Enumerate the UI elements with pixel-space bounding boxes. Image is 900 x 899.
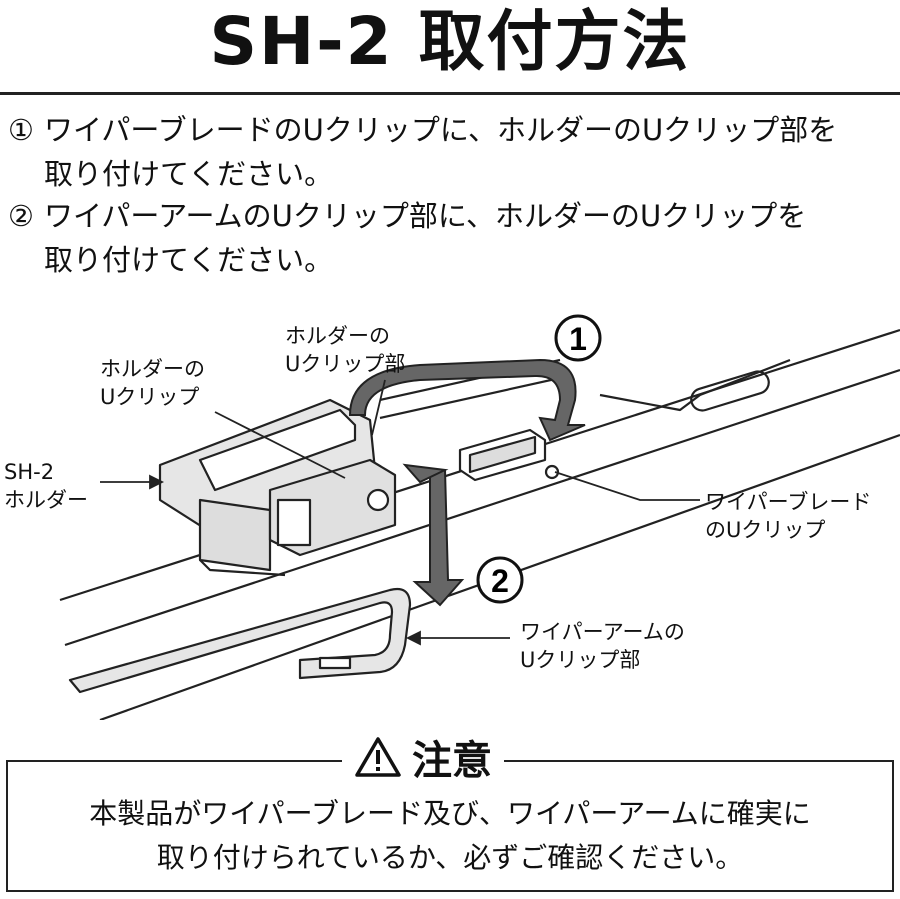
marker-1-text: 1 — [569, 321, 587, 357]
installation-illustration: 1 2 — [59, 314, 900, 720]
marker-2-text: 2 — [491, 563, 509, 599]
leader-line — [371, 379, 386, 436]
caution-line: 取り付けられているか、必ずご確認ください。 — [156, 841, 744, 874]
step-text: 取り付けてください。 — [44, 243, 334, 277]
step-number: ② — [8, 199, 34, 233]
arm-uclip — [68, 587, 412, 694]
blade-uclip — [458, 428, 547, 482]
leader-line — [554, 471, 700, 501]
arrow-step-1 — [348, 358, 586, 442]
marker-1: 1 — [554, 314, 602, 362]
arrow-step-2 — [412, 469, 465, 607]
caution-heading: 注意 — [342, 728, 504, 786]
marker-2: 2 — [476, 556, 524, 604]
step-text: ワイパーブレードのUクリップに、ホルダーのUクリップ部を — [44, 113, 838, 147]
step-number: ① — [8, 113, 34, 147]
caution-title: 注意 — [412, 738, 492, 784]
sh2-holder — [158, 398, 397, 577]
step-text: ワイパーアームのUクリップ部に、ホルダーのUクリップを — [44, 199, 807, 233]
caution-line: 本製品がワイパーブレード及び、ワイパーアームに確実に — [89, 797, 811, 830]
step-text: 取り付けてください。 — [44, 157, 334, 191]
label-blade-uclip: ワイパーブレードのUクリップ — [705, 490, 872, 542]
leader-line — [214, 411, 346, 479]
warning-icon — [355, 737, 401, 777]
page-title: SH-2 取付方法 — [209, 3, 691, 80]
step-1: ① ワイパーブレードのUクリップに、ホルダーのUクリップ部を 取り付けてください。 — [8, 108, 837, 196]
step-2: ② ワイパーアームのUクリップ部に、ホルダーのUクリップを 取り付けてください。 — [8, 194, 806, 282]
caution-text: 本製品がワイパーブレード及び、ワイパーアームに確実に 取り付けられているか、必ず… — [6, 792, 894, 880]
title-divider — [0, 92, 900, 95]
